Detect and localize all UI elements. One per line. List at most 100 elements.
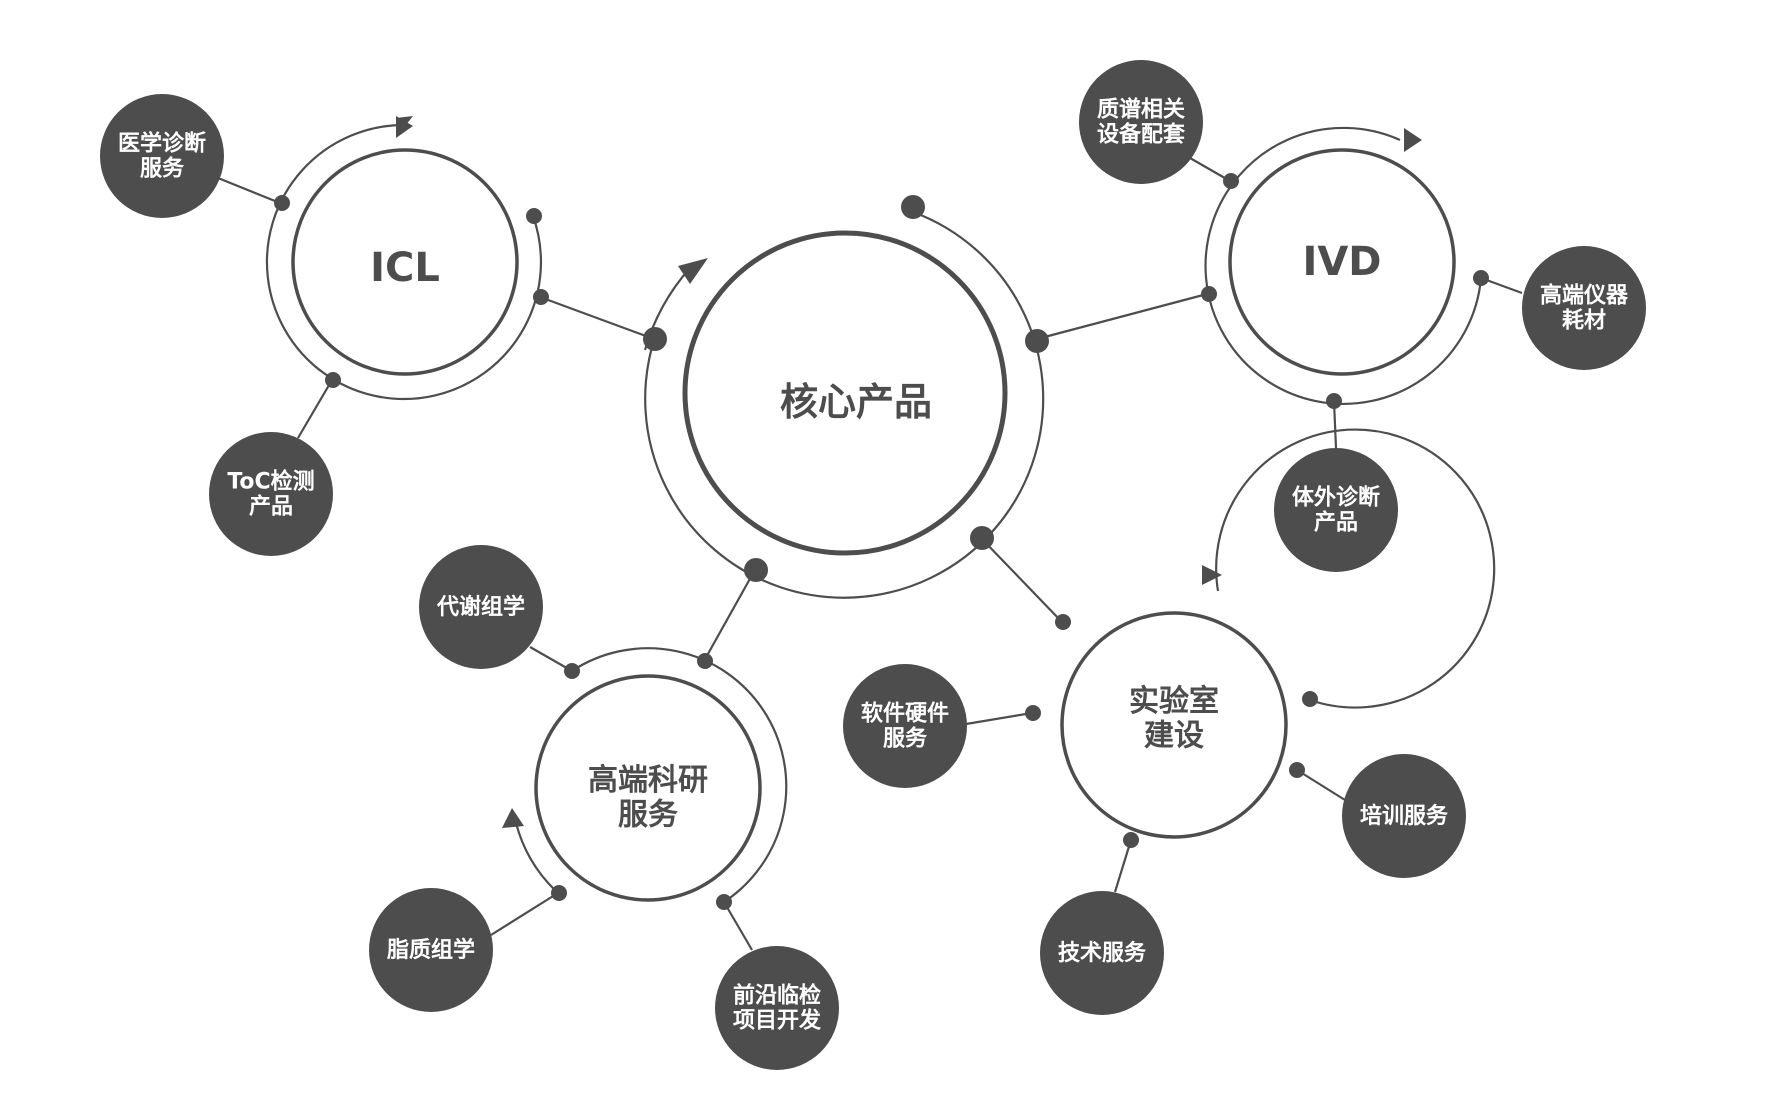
label-line: 培训服务: [1360, 803, 1449, 829]
label-line: ToC检测: [227, 468, 314, 494]
label-line: 实验室: [1129, 683, 1219, 718]
label-line: IVD: [1302, 239, 1381, 285]
center-ring-start-dot: [901, 195, 925, 219]
research-dot-leaf-1: [564, 663, 580, 679]
research-dot-leaf-2: [551, 885, 567, 901]
center-arrow-head: [678, 258, 708, 284]
leaf-label: ToC检测产品: [227, 468, 314, 519]
icl-outer-ring: [265, 123, 543, 401]
center-inner-ring: [682, 230, 1008, 556]
ivd-dot-center: [1201, 286, 1217, 302]
leaf-lab-1: 软件硬件服务: [843, 664, 967, 788]
lab-inner-ring: [1060, 611, 1288, 839]
hub-research: 高端科研服务: [502, 647, 788, 910]
center-node: 核心产品: [643, 195, 1049, 599]
lab-label: 实验室建设: [1129, 683, 1219, 753]
research-outer-ring: [571, 647, 788, 903]
center-dot-lab: [970, 526, 994, 550]
research-arrow-arc: [514, 822, 559, 894]
leaf-label: 体外诊断产品: [1292, 484, 1380, 535]
connector-lines: [217, 157, 1523, 951]
label-line: 软件硬件: [861, 700, 949, 726]
lab-dot-leaf-2: [1289, 762, 1305, 778]
connector-icl-leaf-2: [297, 379, 333, 439]
lab-dot-leaf-3: [1123, 832, 1139, 848]
leaf-lab-2: 培训服务: [1342, 754, 1466, 878]
label-line: 体外诊断: [1292, 484, 1380, 510]
ivd-label: IVD: [1302, 239, 1381, 285]
center-outer-ring: [644, 210, 1045, 599]
leaf-label: 质谱相关设备配套: [1097, 96, 1185, 147]
leaf-ivd-2: 高端仪器耗材: [1522, 246, 1646, 370]
label-line: 建设: [1144, 718, 1204, 753]
research-dot-center: [697, 653, 713, 669]
leaf-icl-1: 医学诊断服务: [100, 94, 224, 218]
label-line: 服务: [618, 797, 678, 832]
connector-center-lab: [980, 537, 1062, 622]
label-line: 质谱相关: [1097, 96, 1185, 122]
lab-ring-end-dot: [1302, 691, 1318, 707]
ivd-dot-leaf-1: [1223, 173, 1239, 189]
ivd-dot-leaf-3: [1326, 393, 1342, 409]
icl-dot-leaf-2: [325, 372, 341, 388]
leaf-lab-3: 技术服务: [1040, 891, 1164, 1015]
connector-center-icl: [539, 295, 655, 341]
leaf-label: 软件硬件服务: [861, 700, 949, 751]
research-arrow-head: [502, 808, 524, 828]
center-dot-icl: [643, 327, 667, 351]
connector-icl-leaf-1: [217, 176, 281, 205]
leaf-label: 医学诊断服务: [118, 130, 206, 181]
connector-lab-leaf-1: [965, 711, 1033, 726]
leaf-research-1: 代谢组学: [419, 545, 543, 669]
lab-dot-leaf-1: [1025, 705, 1041, 721]
label-line: 产品: [249, 494, 293, 519]
label-line: ICL: [370, 245, 440, 291]
leaf-research-3: 前沿临检项目开发: [715, 946, 839, 1070]
connector-research-leaf-1: [529, 646, 573, 672]
research-inner-ring: [534, 674, 762, 902]
lab-outer-ring: [1215, 428, 1496, 709]
lab-arrow-head: [1202, 565, 1222, 585]
icl-ring-end-dot: [526, 208, 542, 224]
label-line: 前沿临检: [733, 982, 821, 1008]
label-line: 服务: [140, 156, 185, 181]
ivd-dot-leaf-2: [1473, 270, 1489, 286]
hub-ivd: IVD: [1201, 126, 1489, 409]
icl-dot-leaf-1: [274, 195, 290, 211]
center-dot-ivd: [1025, 329, 1049, 353]
label-line: 高端仪器: [1540, 282, 1629, 308]
leaf-label: 前沿临检项目开发: [733, 982, 822, 1033]
label-line: 医学诊断: [118, 130, 206, 156]
icl-inner-ring: [291, 148, 519, 376]
connector-ivd-leaf-1: [1189, 157, 1231, 182]
leaf-label: 高端仪器耗材: [1540, 282, 1629, 333]
connector-center-research: [703, 567, 757, 662]
ivd-arrow-head: [1404, 128, 1422, 152]
icl-label: ICL: [370, 245, 440, 291]
label-line: 核心产品: [780, 380, 932, 424]
leaf-research-2: 脂质组学: [369, 888, 493, 1012]
center-label: 核心产品: [780, 380, 932, 424]
icl-arrow-head-tip: [396, 116, 413, 138]
leaf-label: 代谢组学: [436, 594, 525, 620]
connector-research-leaf-2: [490, 892, 559, 936]
lab-dot-center: [1055, 614, 1071, 630]
label-line: 服务: [883, 726, 928, 751]
leaf-label: 技术服务: [1058, 941, 1147, 966]
connector-lab-leaf-2: [1296, 769, 1346, 801]
label-line: 产品: [1314, 510, 1358, 535]
label-line: 技术服务: [1058, 941, 1147, 966]
icl-dot-center: [533, 289, 549, 305]
label-line: 项目开发: [733, 1007, 822, 1033]
hub-icl: ICL: [265, 116, 549, 401]
leaf-label: 脂质组学: [387, 937, 475, 963]
label-line: 脂质组学: [387, 937, 475, 963]
label-line: 代谢组学: [436, 594, 525, 620]
connector-research-leaf-3: [723, 901, 753, 951]
connector-lab-leaf-3: [1113, 839, 1133, 893]
center-dot-research: [744, 558, 768, 582]
research-label: 高端科研服务: [588, 762, 708, 832]
ivd-inner-ring: [1228, 148, 1456, 376]
connector-center-ivd: [1036, 292, 1208, 341]
leaf-nodes: 医学诊断服务 ToC检测产品 质谱相关设备配套 高端仪器耗材 体外诊断产品 代谢…: [100, 60, 1646, 1070]
